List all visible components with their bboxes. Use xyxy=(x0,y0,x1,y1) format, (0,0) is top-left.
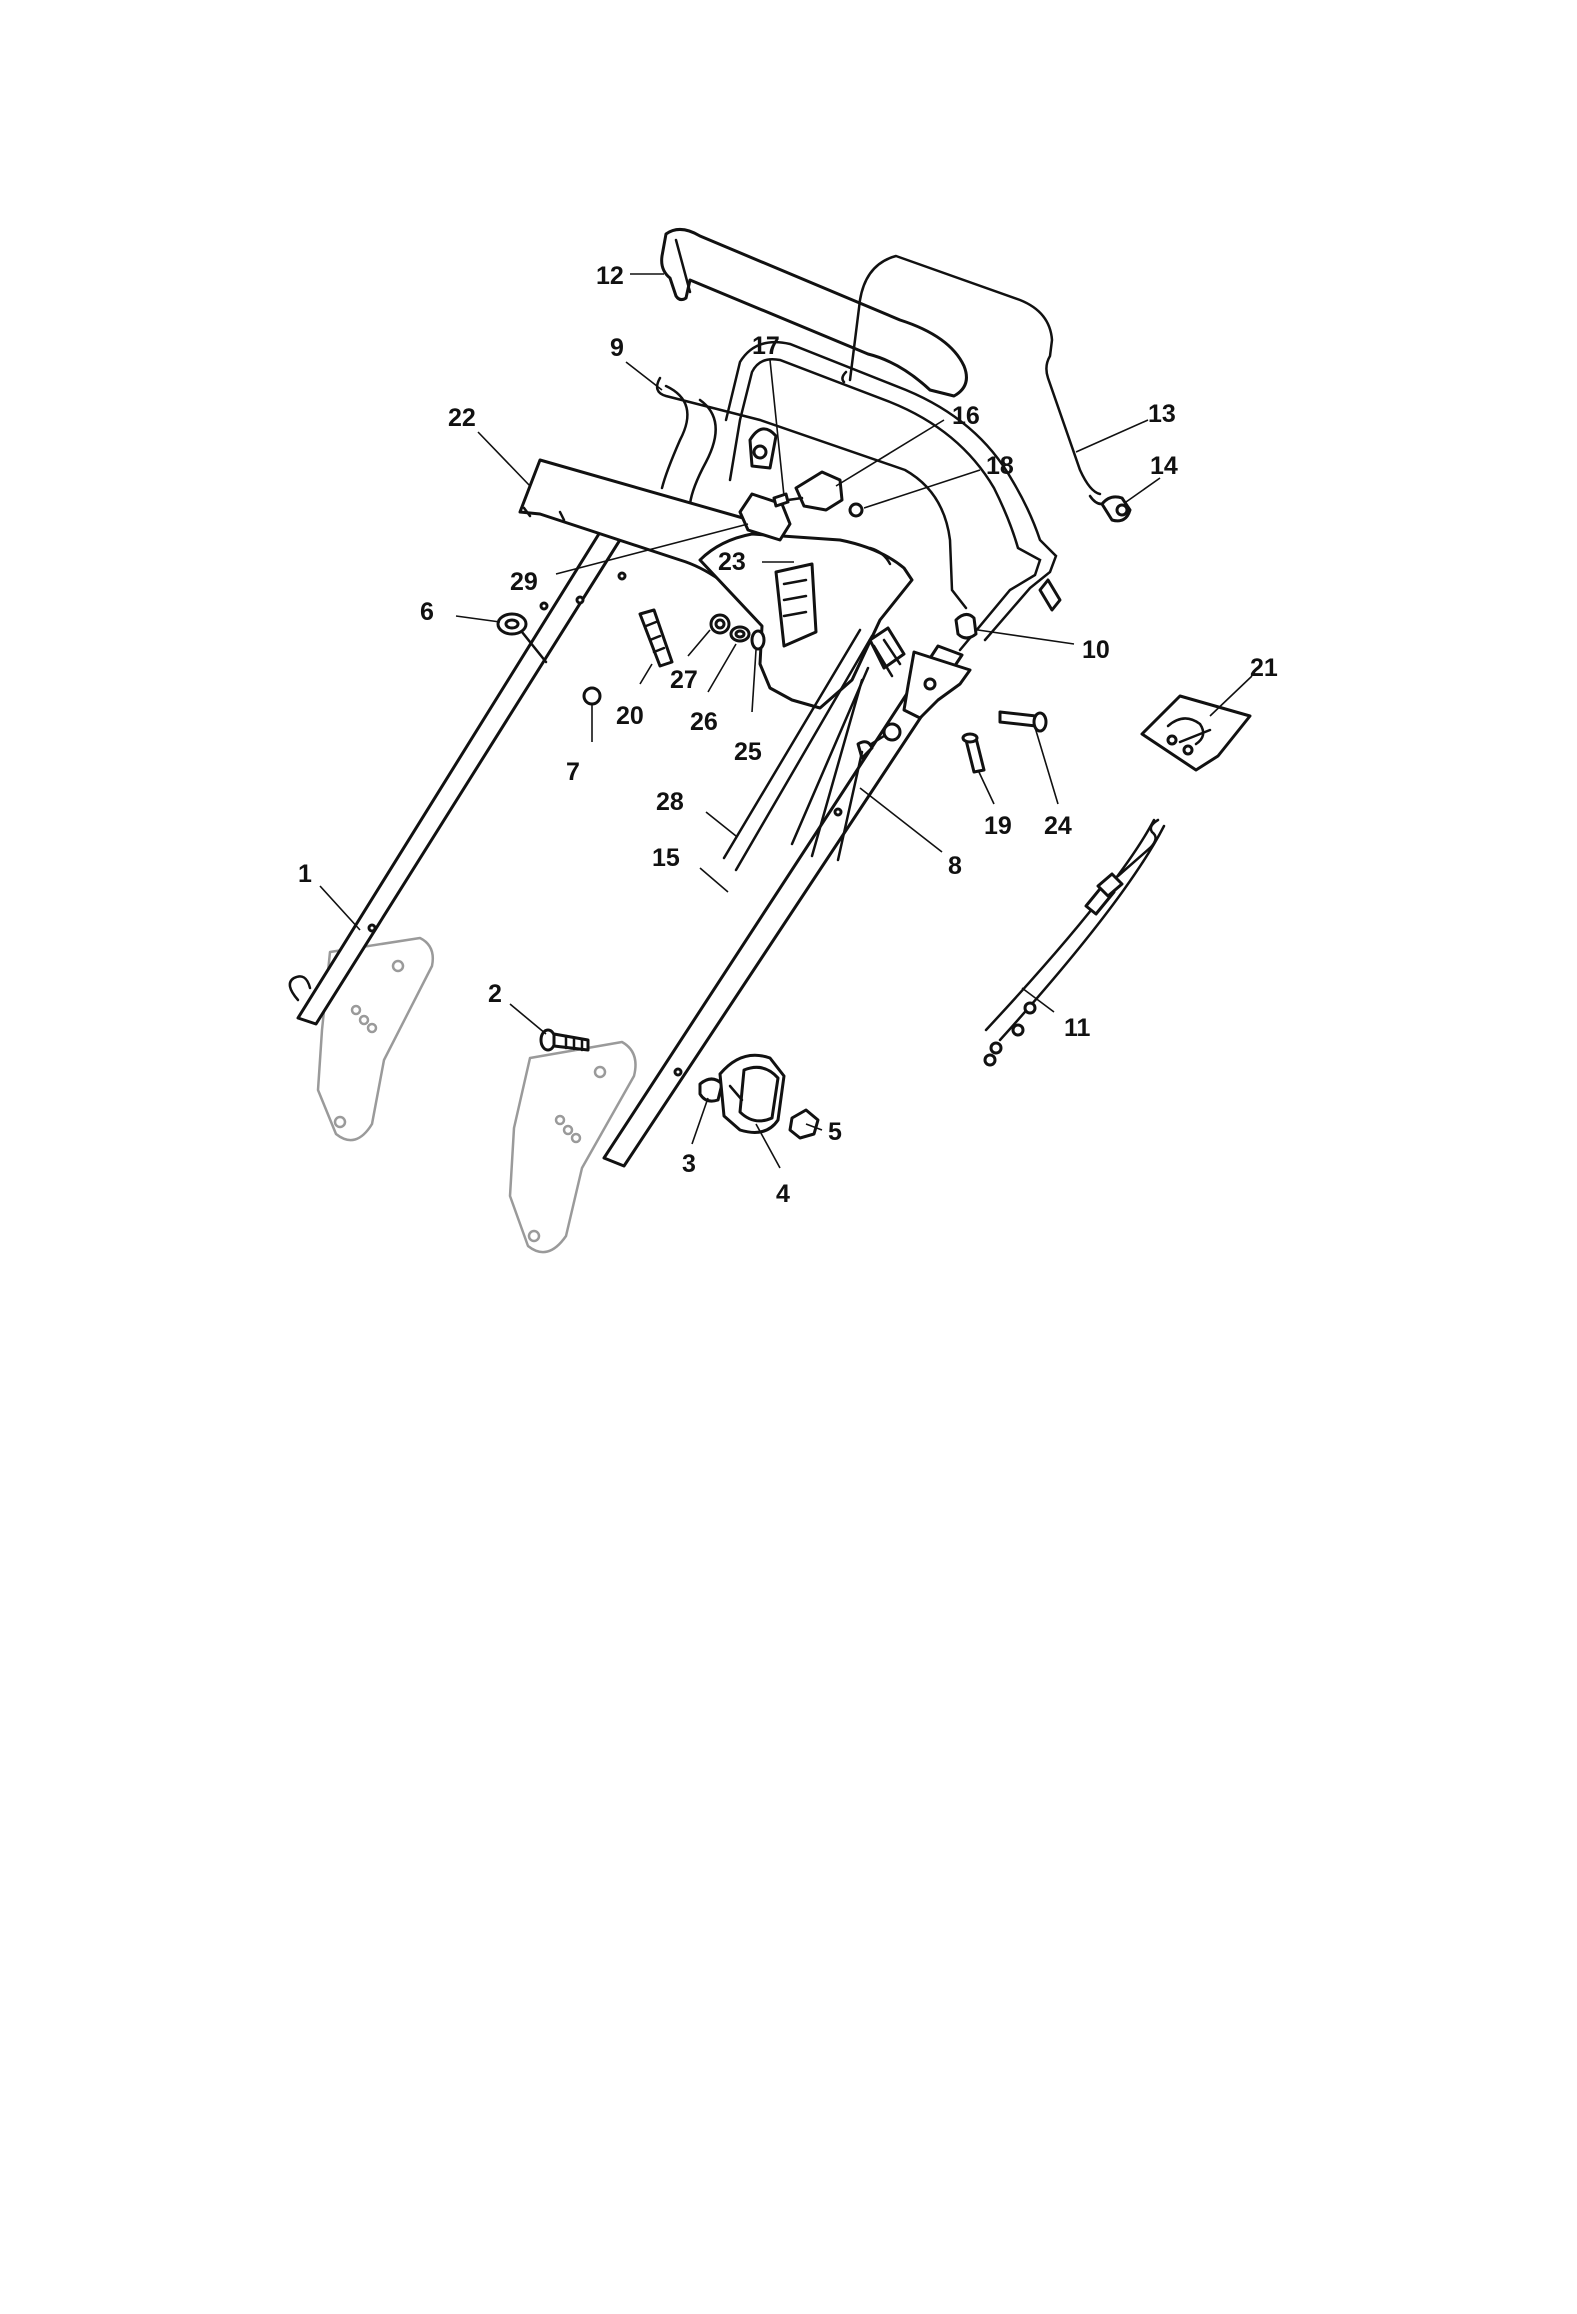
callout-16: 16 xyxy=(952,402,980,430)
callout-22: 22 xyxy=(448,404,476,432)
callout-20: 20 xyxy=(616,702,644,730)
bolt-24 xyxy=(998,710,1048,733)
callout-3: 3 xyxy=(682,1150,696,1178)
right-lower-handle-tube xyxy=(602,644,964,1168)
right-side-bracket xyxy=(508,1040,637,1254)
washer-26 xyxy=(729,625,751,643)
callout-13: 13 xyxy=(1148,400,1176,428)
bushing-10 xyxy=(954,613,978,640)
callout-7: 7 xyxy=(566,758,580,786)
left-side-bracket xyxy=(316,936,434,1142)
callout-6: 6 xyxy=(420,598,434,626)
callout-28: 28 xyxy=(656,788,684,816)
callout-10: 10 xyxy=(1082,636,1110,664)
screw-20 xyxy=(638,608,674,668)
nut-7 xyxy=(582,686,602,706)
adjust-knob-4 xyxy=(718,1053,786,1134)
screw-19 xyxy=(961,732,986,774)
screw-17 xyxy=(772,492,804,508)
nut-18 xyxy=(848,502,864,518)
callout-labels: 12 9 17 22 16 13 18 14 23 29 6 10 21 27 … xyxy=(298,262,1278,1208)
callout-29: 29 xyxy=(510,568,538,596)
callout-8: 8 xyxy=(948,852,962,880)
top-handle-bar xyxy=(660,228,968,398)
bushing-14 xyxy=(1100,495,1132,523)
callout-24: 24 xyxy=(1044,812,1072,840)
callout-5: 5 xyxy=(828,1118,842,1146)
upper-handle-frame xyxy=(724,340,1062,652)
callout-1: 1 xyxy=(298,860,312,888)
cable-eye-8 xyxy=(836,722,902,862)
callout-19: 19 xyxy=(984,812,1012,840)
mounting-plate xyxy=(902,650,972,720)
callout-11: 11 xyxy=(1064,1014,1091,1042)
bail-wire-9 xyxy=(655,376,968,610)
callout-9: 9 xyxy=(610,334,624,362)
nut-27 xyxy=(709,613,731,635)
callout-26: 26 xyxy=(690,708,718,736)
left-lower-handle-tube xyxy=(288,498,642,1026)
nut-5 xyxy=(788,1108,820,1140)
callout-15: 15 xyxy=(652,844,680,872)
callout-21: 21 xyxy=(1250,654,1278,682)
knob-16 xyxy=(794,470,844,512)
callout-23: 23 xyxy=(718,548,746,576)
throttle-cable-11 xyxy=(983,818,1166,1067)
callout-14: 14 xyxy=(1150,452,1178,480)
bolt-2 xyxy=(539,1028,590,1052)
cam-pin-3 xyxy=(698,1077,724,1103)
parts-bag-21 xyxy=(1140,694,1252,772)
eye-bolt-6 xyxy=(496,612,548,664)
callout-18: 18 xyxy=(986,452,1014,480)
callout-4: 4 xyxy=(776,1180,790,1208)
cable-assembly xyxy=(722,626,906,872)
callout-27: 27 xyxy=(670,666,698,694)
control-console-23 xyxy=(698,532,914,710)
callout-25: 25 xyxy=(734,738,762,766)
callout-17: 17 xyxy=(752,332,780,360)
callout-2: 2 xyxy=(488,980,502,1008)
callout-12: 12 xyxy=(596,262,624,290)
leader-lines xyxy=(319,273,1253,1169)
washer-25 xyxy=(750,629,766,651)
